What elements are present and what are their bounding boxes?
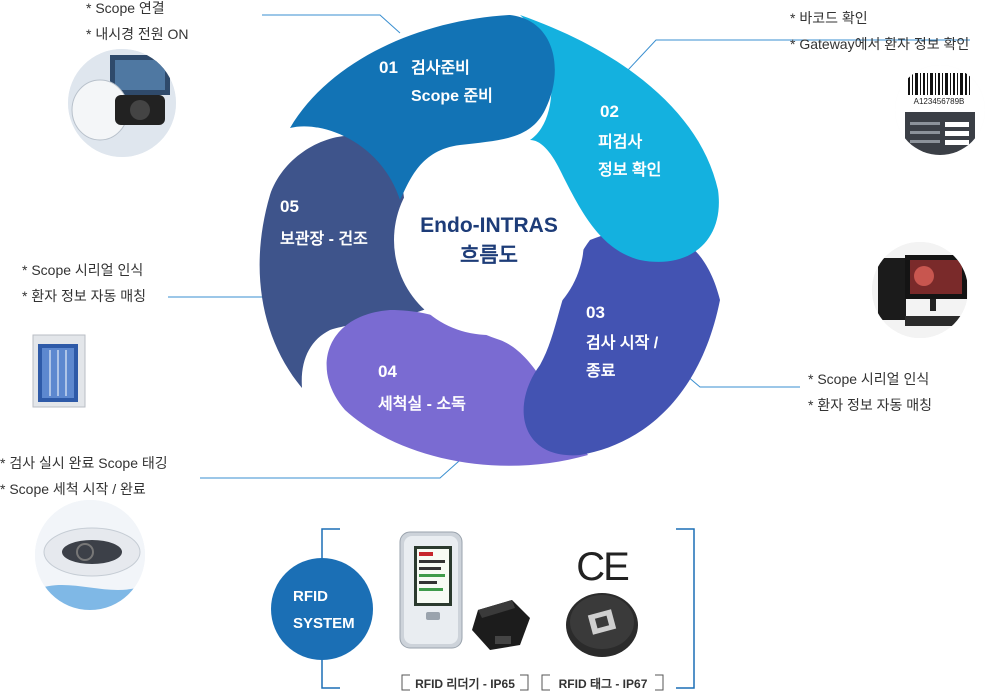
connector-step01 xyxy=(262,14,401,34)
barcode-bars xyxy=(908,73,970,95)
scope-connection-photo xyxy=(68,49,176,157)
step05-line1: 보관장 - 건조 xyxy=(280,230,368,248)
note-step04-line1: * 검사 실시 완료 Scope 태깅 xyxy=(0,455,168,471)
note-step05-line2: * 환자 정보 자동 매칭 xyxy=(22,288,147,304)
note-step01: * Scope 연결 * 내시경 전원 ON xyxy=(86,0,189,47)
note-step03: * Scope 시리얼 인식 * 환자 정보 자동 매칭 xyxy=(808,366,932,418)
connector-step04 xyxy=(200,452,469,479)
step03-line1: 검사 시작 / xyxy=(586,333,659,352)
rfid-module-image xyxy=(472,600,530,650)
step02-number: 02 xyxy=(600,102,619,121)
barcode-photo: A123456789B xyxy=(895,65,985,155)
note-step03-line2: * 환자 정보 자동 매칭 xyxy=(808,397,933,413)
rfid-badge-line2: SYSTEM xyxy=(293,615,355,632)
rfid-system-badge xyxy=(271,558,373,660)
step-labels: 01 검사준비 Scope 준비 02 피검사 정보 확인 03 검사 시작 /… xyxy=(280,58,661,413)
rfid-tag-label: RFID 태그 - IP67 xyxy=(559,676,648,691)
connector-step03 xyxy=(679,369,800,388)
center-disc xyxy=(394,145,584,335)
petal-step05 xyxy=(259,135,440,388)
rfid-reader-label: RFID 리더기 - IP65 xyxy=(415,676,515,691)
step01-line1: 검사준비 xyxy=(411,58,470,77)
center-title-line2: 흐름도 xyxy=(460,244,518,267)
petal-step02 xyxy=(520,15,719,262)
washer-photo xyxy=(35,500,145,610)
step05-number: 05 xyxy=(280,197,299,216)
petal-step04 xyxy=(326,310,588,466)
step01-number: 01 xyxy=(379,58,398,77)
center-title-line1: Endo-INTRAS xyxy=(420,214,558,237)
step02-line2: 정보 확인 xyxy=(598,160,661,179)
note-step02: * 바코드 확인 * Gateway에서 환자 정보 확인 xyxy=(790,5,969,57)
note-step04-line2: * Scope 세척 시작 / 완료 xyxy=(0,481,146,497)
storage-cabinet-photo xyxy=(6,316,110,420)
rfid-reader-image xyxy=(399,531,463,649)
step04-number: 04 xyxy=(378,362,397,381)
note-step03-line1: * Scope 시리얼 인식 xyxy=(808,371,930,387)
note-step01-line2: * 내시경 전원 ON xyxy=(86,26,189,42)
note-step04: * 검사 실시 완료 Scope 태깅 * Scope 세척 시작 / 완료 xyxy=(0,450,168,502)
ce-mark: CE xyxy=(576,545,628,589)
note-step05-line1: * Scope 시리얼 인식 xyxy=(22,262,144,278)
rfid-tag-image xyxy=(566,593,638,657)
note-step02-line2: * Gateway에서 환자 정보 확인 xyxy=(790,36,970,52)
rfid-section: RFID SYSTEM CE xyxy=(271,528,695,691)
step02-line1: 피검사 xyxy=(598,132,642,151)
step04-line1: 세척실 - 소독 xyxy=(378,394,466,413)
rfid-bracket-right xyxy=(676,528,695,689)
monitor-photo xyxy=(872,242,968,338)
rfid-badge-line1: RFID xyxy=(293,588,328,605)
step01-line2: Scope 준비 xyxy=(411,87,493,105)
note-step01-line1: * Scope 연결 xyxy=(86,0,165,16)
note-step02-line1: * 바코드 확인 xyxy=(790,10,868,26)
petal-step03 xyxy=(523,228,720,456)
petal-step01 xyxy=(290,15,555,200)
note-step05: * Scope 시리얼 인식 * 환자 정보 자동 매칭 xyxy=(22,257,146,309)
barcode-text: A123456789B xyxy=(914,97,965,106)
step03-number: 03 xyxy=(586,303,605,322)
connector-step02 xyxy=(627,39,970,71)
step03-line2: 종료 xyxy=(586,362,616,380)
